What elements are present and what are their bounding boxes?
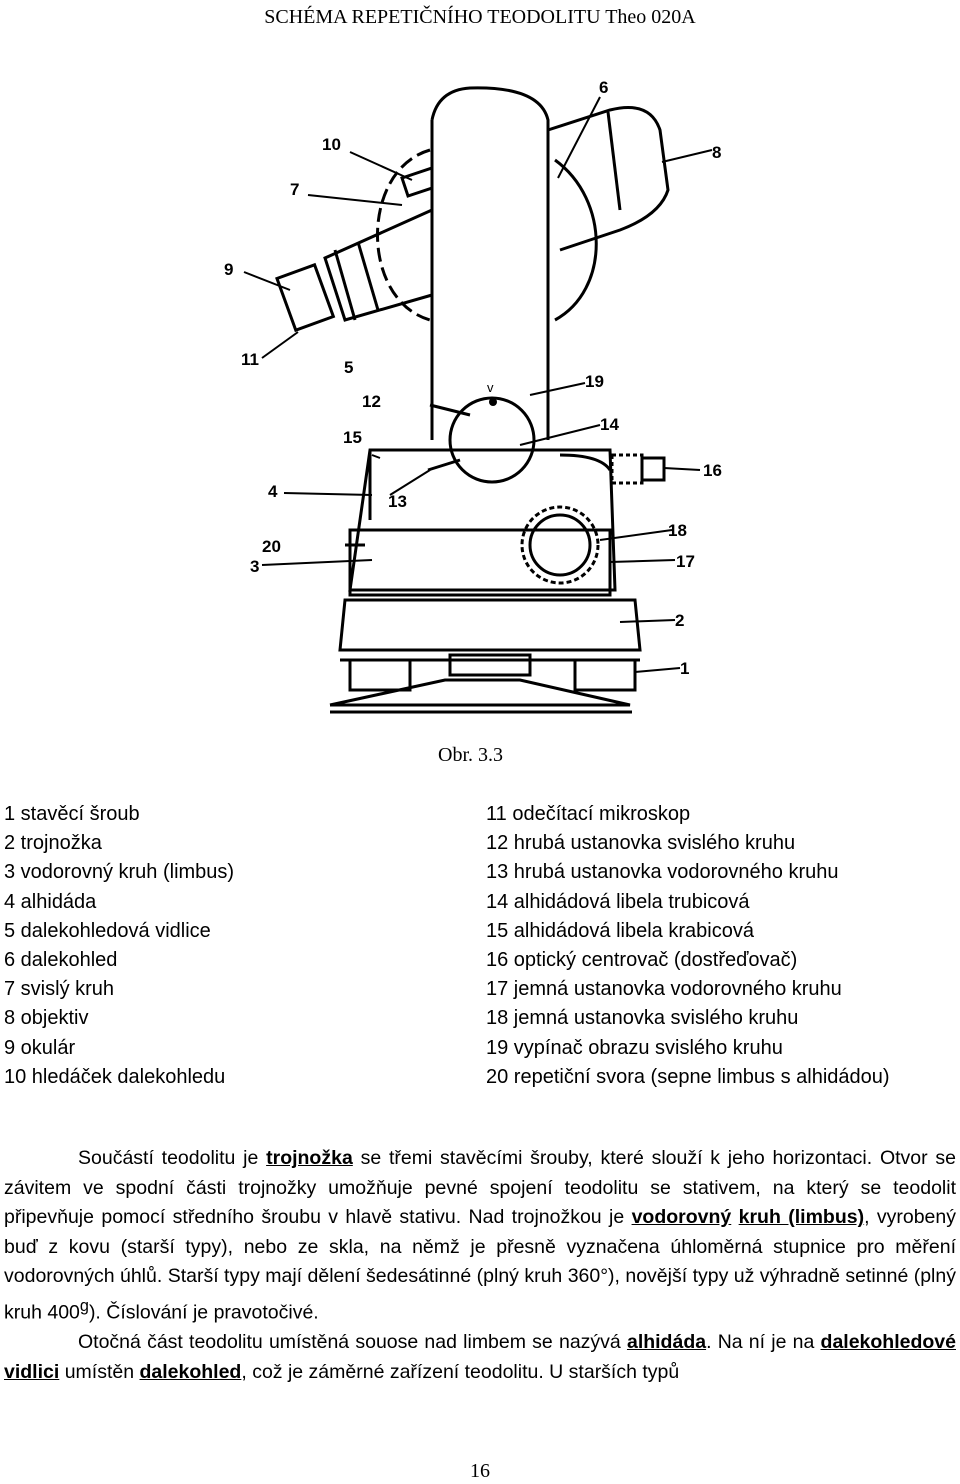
text-run: ). Číslování je pravotočivé. bbox=[88, 1301, 319, 1324]
text-run: . Na ní je na bbox=[706, 1331, 821, 1354]
paragraph-1: Součástí teodolitu je trojnožka se třemi… bbox=[4, 1144, 956, 1328]
label-5: 5 bbox=[344, 358, 353, 377]
legend-item: 12 hrubá ustanovka svislého kruhu bbox=[486, 832, 796, 855]
term-vodorovny: vodorovný bbox=[631, 1206, 732, 1229]
leveling-screw-right bbox=[573, 658, 637, 692]
title-text: SCHÉMA REPETIČNÍHO TEODOLITU bbox=[264, 6, 601, 28]
page-number: 16 bbox=[470, 1460, 490, 1482]
text-run: Součástí teodolitu je bbox=[78, 1147, 267, 1169]
paragraph-2: Otočná část teodolitu umístěná souose na… bbox=[4, 1328, 956, 1387]
label-18: 18 bbox=[668, 521, 687, 540]
eyepiece-tube bbox=[323, 208, 433, 322]
figure-caption: Obr. 3.3 bbox=[438, 744, 503, 766]
body-text: Součástí teodolitu je trojnožka se třemi… bbox=[4, 1144, 956, 1387]
label-9: 9 bbox=[224, 260, 233, 279]
legend-right: 11 odečítací mikroskop 12 hrubá ustanovk… bbox=[486, 800, 890, 1092]
legend-item: 5 dalekohledová vidlice bbox=[4, 919, 211, 942]
term-alhidada: alhidáda bbox=[626, 1331, 707, 1354]
fine-motion-knob bbox=[520, 505, 600, 585]
label-10: 10 bbox=[322, 135, 341, 154]
legend-item: 8 objektiv bbox=[4, 1007, 89, 1030]
term-dalekohled: dalekohled bbox=[139, 1360, 242, 1383]
eyepiece-knurl bbox=[275, 262, 336, 333]
legend-item: 4 alhidáda bbox=[4, 890, 97, 913]
optical-plummet bbox=[610, 453, 644, 485]
legend-item: 19 vypínač obrazu svislého kruhu bbox=[486, 1036, 783, 1059]
text-run: umístěn bbox=[59, 1360, 140, 1383]
label-20: 20 bbox=[262, 537, 281, 556]
term-trojnozka: trojnožka bbox=[266, 1147, 353, 1169]
label-7: 7 bbox=[290, 180, 299, 199]
term-kruh-limbus: kruh (limbus) bbox=[738, 1206, 865, 1229]
term-dalekohledove-vidlici: dalekohledové vidlici bbox=[4, 1331, 956, 1383]
label-8: 8 bbox=[712, 143, 721, 162]
superscript-g: g bbox=[79, 1296, 89, 1315]
objective-tube bbox=[547, 106, 670, 252]
title-model: Theo 020A bbox=[605, 6, 696, 28]
text-run: se třemi stavěcími šrouby, které slouží … bbox=[4, 1147, 956, 1229]
label-16: 16 bbox=[703, 461, 722, 480]
label-2: 2 bbox=[675, 611, 684, 630]
label-19: 19 bbox=[585, 372, 604, 391]
label-3: 3 bbox=[250, 557, 259, 576]
text-run bbox=[731, 1206, 738, 1228]
label-1: 1 bbox=[680, 659, 689, 678]
legend-item: 1 stavěcí šroub bbox=[4, 803, 140, 825]
marker-v: v bbox=[487, 380, 494, 395]
legend-item: 7 svislý kruh bbox=[4, 978, 115, 1001]
label-4: 4 bbox=[268, 482, 278, 501]
label-11: 11 bbox=[241, 350, 259, 369]
legend-item: 14 alhidádová libela trubicová bbox=[486, 890, 750, 913]
legend-item: 10 hledáček dalekohledu bbox=[4, 1065, 226, 1088]
legend-item: 6 dalekohled bbox=[4, 949, 118, 972]
label-13: 13 bbox=[388, 492, 407, 511]
label-17: 17 bbox=[676, 552, 695, 571]
legend-item: 18 jemná ustanovka svislého kruhu bbox=[486, 1007, 799, 1030]
label-15: 15 bbox=[343, 428, 362, 447]
label-6: 6 bbox=[599, 78, 608, 97]
legend-item: 17 jemná ustanovka vodorovného kruhu bbox=[486, 978, 842, 1001]
leveling-screw-left bbox=[348, 658, 412, 692]
legend-item: 9 okulár bbox=[4, 1036, 76, 1059]
legend-item: 13 hrubá ustanovka vodorovného kruhu bbox=[486, 861, 839, 884]
text-run: , vyrobený buď z kovu (starší typy), neb… bbox=[4, 1206, 956, 1324]
page-title: SCHÉMA REPETIČNÍHO TEODOLITU Theo 020A bbox=[0, 6, 960, 29]
alidade-body bbox=[348, 448, 617, 592]
base-plate bbox=[329, 678, 631, 707]
leveling-screw-center bbox=[448, 653, 532, 677]
telescope-column bbox=[430, 86, 550, 440]
legend-item: 2 trojnožka bbox=[4, 832, 102, 855]
legend-item: 16 optický centrovač (dostřeďovač) bbox=[486, 949, 798, 972]
text-run: , což je záměrné zařízení teodolitu. U s… bbox=[241, 1360, 680, 1383]
legend-left: 1 stavěcí šroub 2 trojnožka 3 vodorovný … bbox=[4, 800, 234, 1092]
theodolite-diagram: v 6 10 8 7 9 11 5 19 12 14 15 16 4 13 18… bbox=[224, 78, 722, 714]
vertical-circle-window bbox=[448, 396, 536, 484]
tribrach bbox=[338, 598, 642, 652]
legend-item: 20 repetiční svora (sepne limbus s alhid… bbox=[486, 1065, 890, 1088]
legend-item: 11 odečítací mikroskop bbox=[486, 803, 691, 825]
label-12: 12 bbox=[362, 392, 381, 411]
legend-item: 3 vodorovný kruh (limbus) bbox=[4, 861, 235, 884]
legend-item: 15 alhidádová libela krabicová bbox=[486, 919, 754, 942]
text-run: Otočná část teodolitu umístěná souose na… bbox=[78, 1331, 627, 1354]
horizontal-circle bbox=[348, 528, 612, 597]
label-14: 14 bbox=[600, 415, 619, 434]
